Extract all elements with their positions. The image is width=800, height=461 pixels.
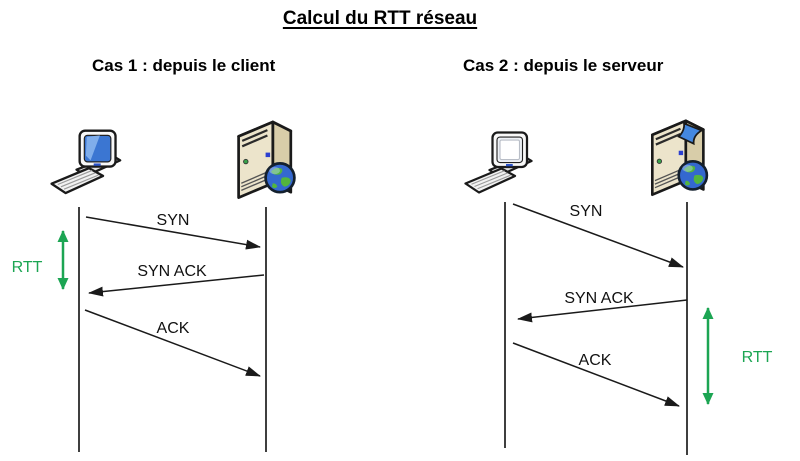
case2-ack-label: ACK — [579, 352, 612, 369]
web-server-icon — [650, 119, 709, 197]
case2-synack-label: SYN ACK — [564, 290, 634, 307]
blue-page-glyph — [677, 122, 704, 146]
case1-heading: Cas 1 : depuis le client — [92, 56, 276, 75]
case1-synack-label: SYN ACK — [137, 263, 207, 280]
case2-syn-arrow — [512, 203, 684, 268]
client-computer-icon — [50, 129, 122, 195]
case2-synack-arrow — [517, 299, 688, 323]
page-title: Calcul du RTT réseau — [282, 8, 478, 29]
case1-ack-arrow — [84, 309, 261, 377]
case1-syn-arrow — [85, 216, 261, 250]
case1-ack-label: ACK — [157, 320, 190, 337]
case1-syn-label: SYN — [157, 212, 190, 229]
case1-synack-arrow — [88, 274, 265, 297]
server-icon — [237, 120, 296, 199]
case1-rtt-label: RTT — [12, 259, 43, 276]
case2-rtt-label: RTT — [742, 349, 773, 366]
case2-syn-label: SYN — [570, 203, 603, 220]
case2-diagram: SYN SYN ACK ACK RTT — [464, 119, 773, 455]
client-computer-icon — [464, 131, 533, 194]
case2-ack-arrow — [512, 342, 680, 407]
case1-diagram: SYN SYN ACK ACK RTT — [12, 120, 296, 452]
case2-heading: Cas 2 : depuis le serveur — [463, 56, 664, 75]
